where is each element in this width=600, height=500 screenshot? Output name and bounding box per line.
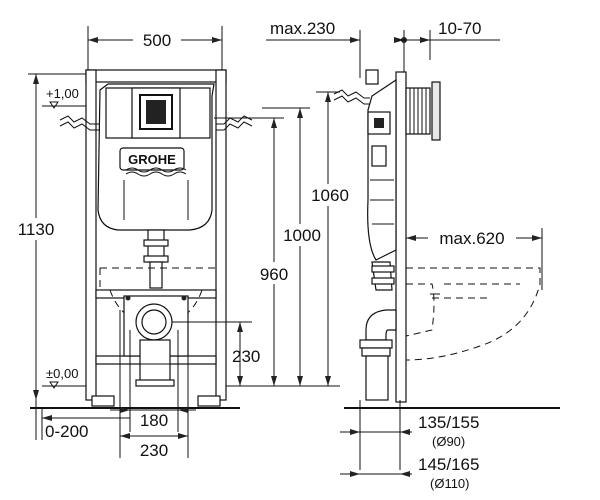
dim-width-top: 500 [143,31,171,50]
level-plus-label: +1,00 [46,86,79,101]
frame-top-rail [85,69,227,83]
side-flush-plate [431,81,441,141]
brand-logo: GROHE [128,152,176,167]
frame-left-rail [85,69,97,401]
pan-outline-dashed [99,267,217,290]
dim-145-165: 145/165 [418,455,479,474]
side-drain-pipe [365,355,389,401]
flush-button [146,100,166,124]
side-frame-rail [395,71,407,403]
dim-height-960: 960 [260,265,288,284]
side-cistern [367,78,397,261]
water-inlet-left [59,115,100,125]
dim-max-230: max.230 [270,19,335,38]
water-inlet-right [216,115,253,125]
drain-pipe [139,339,171,385]
dim-height-1000: 1000 [283,226,321,245]
dim-135-155: 135/155 [418,413,479,432]
level-zero-label: ±0,00 [46,366,78,381]
dim-adjust-0-200: 0-200 [45,422,88,441]
frame-right-rail [215,69,227,401]
dim-height-1060: 1060 [311,186,349,205]
foot-right [197,395,221,407]
side-view: max.230 10-70 [266,19,560,491]
dim-width-230: 230 [140,441,168,460]
dim-drain-height-230: 230 [232,347,260,366]
foot-left [91,395,115,407]
dim-height-total: 1130 [18,220,55,239]
dim-width-180: 180 [140,411,168,430]
dim-depth-10-70: 10-70 [438,19,481,38]
dim-max-620: max.620 [439,229,504,248]
front-view: 500 GROHE [14,26,352,460]
side-pan-outline-dashed [405,267,541,361]
dim-pipe-90: (Ø90) [432,434,465,449]
side-drain-bend [365,309,397,341]
dim-pipe-110: (Ø110) [430,476,470,491]
brand-badge [119,147,185,171]
